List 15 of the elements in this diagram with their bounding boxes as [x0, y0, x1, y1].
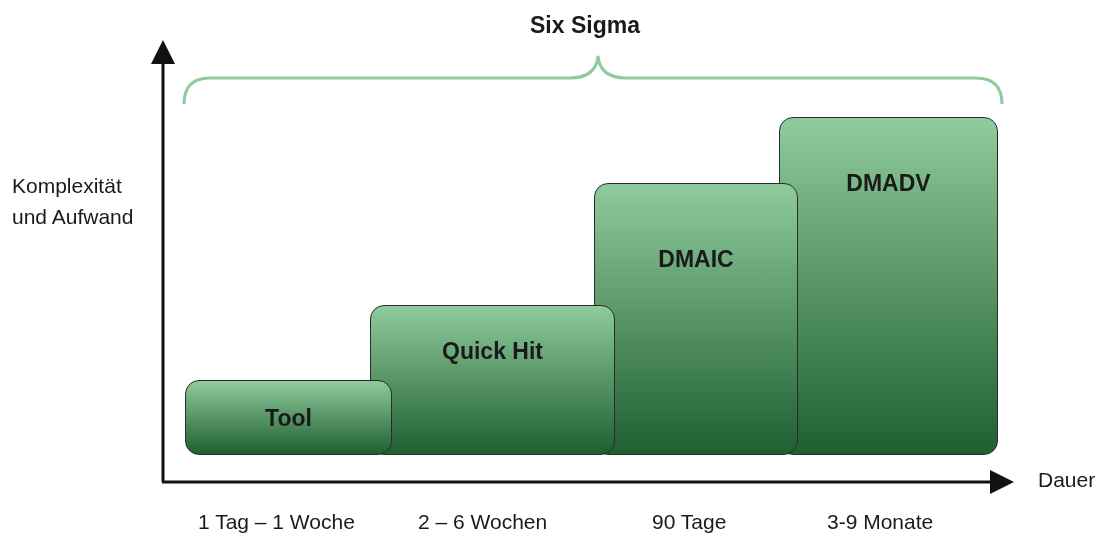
box-label: Tool [264, 405, 313, 432]
tick-label: 1 Tag – 1 Woche [198, 510, 355, 534]
box-label: Quick Hit [441, 338, 544, 365]
axis-label: Komplexität und Aufwand [12, 173, 135, 230]
box-label: DMAIC [657, 246, 735, 273]
tick-label: 2 – 6 Wochen [418, 510, 548, 534]
tick-label: 90 Tage [652, 510, 727, 534]
axis-label: Dauer [1038, 468, 1096, 492]
step-box [185, 380, 392, 455]
tick-label: 3-9 Monate [827, 510, 934, 534]
step-box [779, 117, 998, 455]
step-box [594, 183, 798, 455]
title: Six Sigma [530, 12, 640, 39]
step-box [370, 305, 615, 455]
box-label: DMADV [845, 170, 932, 197]
